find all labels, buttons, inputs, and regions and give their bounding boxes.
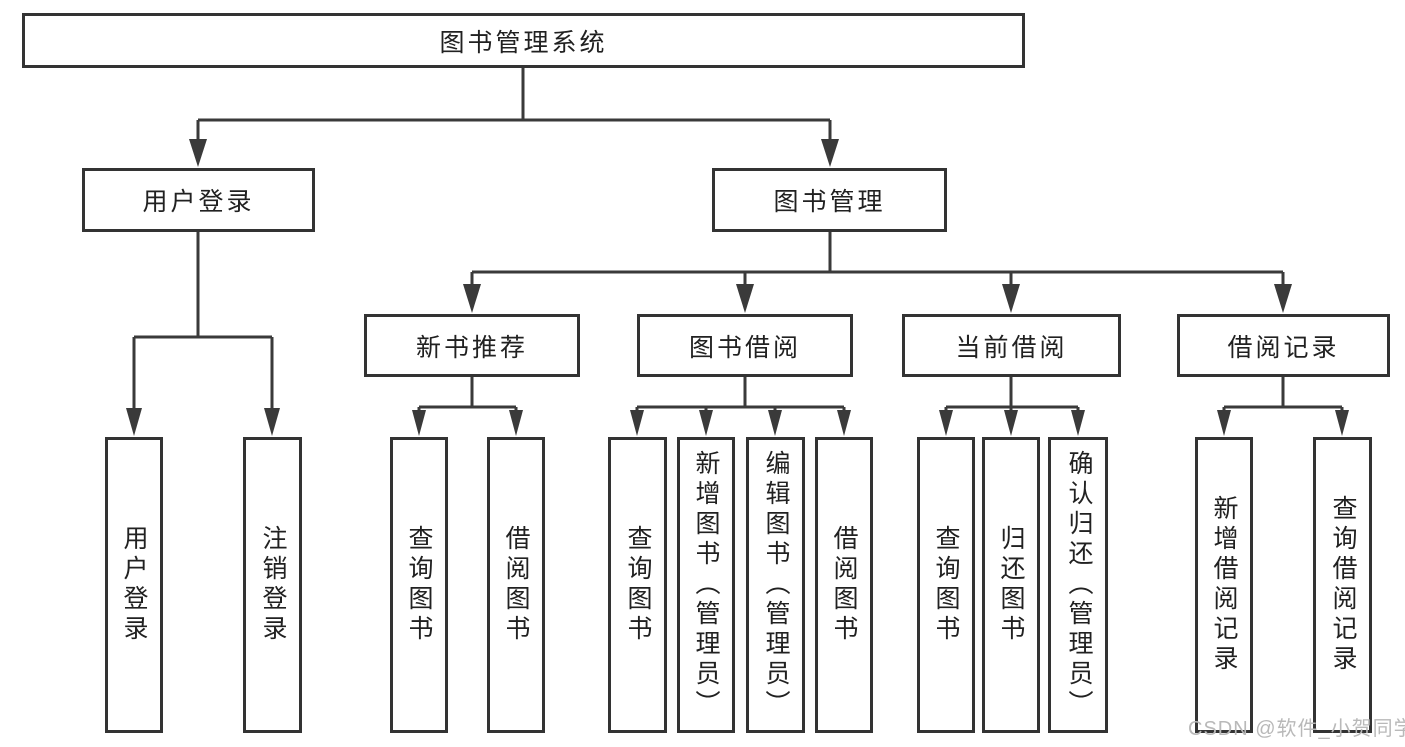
node-borrow-records: 借阅记录 [1177,314,1390,377]
node-book-borrow: 图书借阅 [637,314,853,377]
node-current-borrow: 当前借阅 [902,314,1121,377]
leaf-query-books-recommend: 查询图书 [390,437,448,733]
leaf-borrow-books: 借阅图书 [815,437,873,733]
leaf-edit-book-admin: 编辑图书（管理员） [746,437,805,733]
node-user-login: 用户登录 [82,168,315,232]
connector-root-to-level1 [189,68,839,167]
leaf-return-book: 归还图书 [982,437,1040,733]
connector-current-borrow-children [939,377,1085,436]
leaf-confirm-return-admin: 确认归还（管理员） [1048,437,1108,733]
connector-new-book-children [412,377,523,436]
leaf-user-login: 用户登录 [105,437,163,733]
leaf-borrow-books-recommend: 借阅图书 [487,437,545,733]
node-book-management: 图书管理 [712,168,947,232]
leaf-query-books-borrow: 查询图书 [608,437,667,733]
connector-book-management-children [463,232,1292,313]
connector-user-login-children [126,232,280,436]
leaf-query-books-current: 查询图书 [917,437,975,733]
node-library-system: 图书管理系统 [22,13,1025,68]
leaf-query-borrow-record: 查询借阅记录 [1313,437,1372,733]
node-new-book-recommend: 新书推荐 [364,314,580,377]
connector-borrow-record-children [1217,377,1349,436]
csdn-watermark: CSDN @软件_小贺同学 [1188,718,1405,740]
connector-book-borrow-children [630,377,851,436]
leaf-logout-login: 注销登录 [243,437,302,733]
leaf-add-book-admin: 新增图书（管理员） [677,437,735,733]
leaf-add-borrow-record: 新增借阅记录 [1195,437,1253,733]
